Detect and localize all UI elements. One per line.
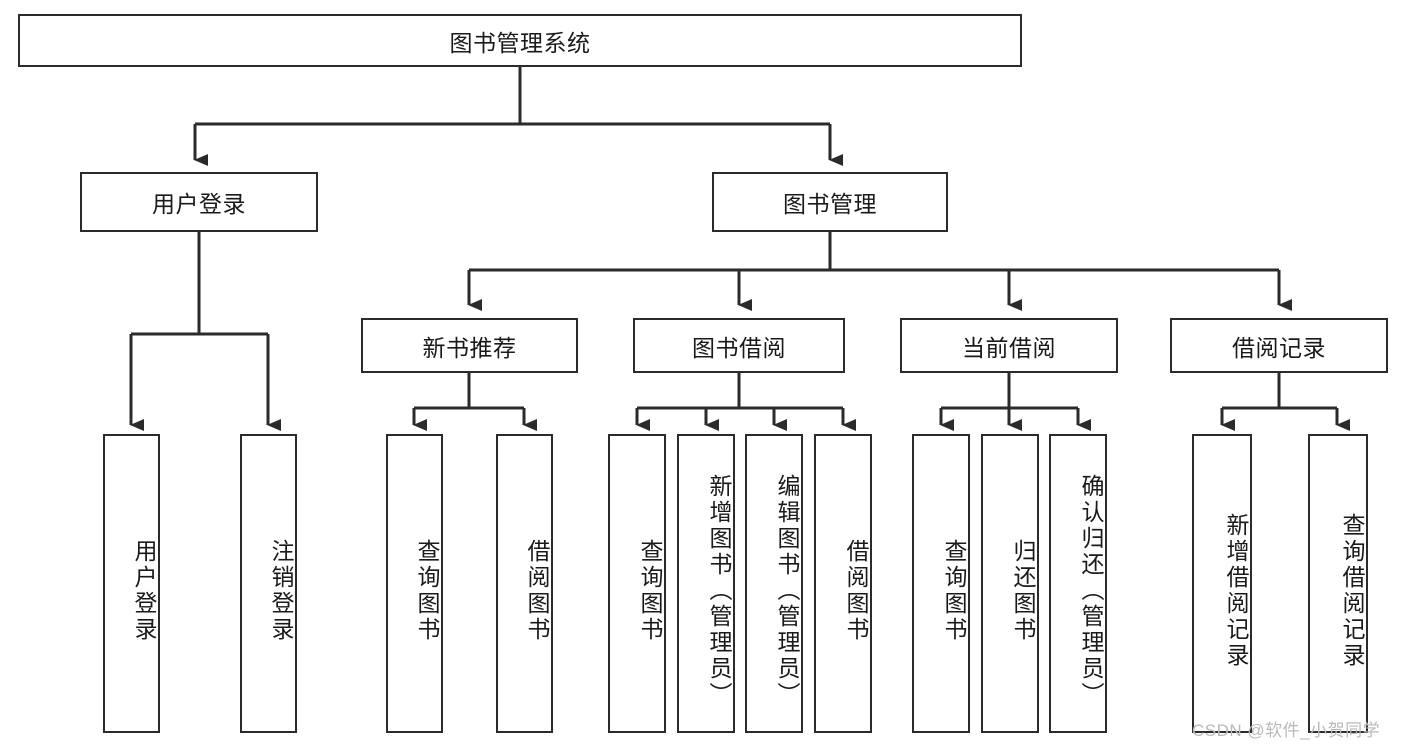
node-leaf-query-record-label: 查询借阅记录 xyxy=(1339,512,1365,669)
node-new-book-recommend[interactable]: 新书推荐 xyxy=(361,318,578,373)
node-leaf-add-book-label: 新增图书（管理员） xyxy=(706,473,732,708)
node-leaf-add-record-label: 新增借阅记录 xyxy=(1223,512,1249,669)
node-leaf-query-book-1-label: 查询图书 xyxy=(414,538,440,643)
node-leaf-query-book-3-label: 查询图书 xyxy=(941,538,967,643)
node-leaf-user-login-label: 用户登录 xyxy=(131,538,157,643)
node-leaf-return-book-label: 归还图书 xyxy=(1010,538,1036,643)
node-leaf-add-book[interactable]: 新增图书（管理员） xyxy=(677,434,735,733)
node-leaf-logout-login-label: 注销登录 xyxy=(268,538,294,643)
node-user-login[interactable]: 用户登录 xyxy=(80,172,318,232)
node-current-borrow[interactable]: 当前借阅 xyxy=(900,318,1118,373)
node-book-borrow[interactable]: 图书借阅 xyxy=(633,318,845,373)
node-leaf-borrow-book-2-label: 借阅图书 xyxy=(843,538,869,643)
node-leaf-borrow-book-1-label: 借阅图书 xyxy=(524,538,550,643)
node-user-login-label: 用户登录 xyxy=(152,191,246,217)
node-book-borrow-label: 图书借阅 xyxy=(692,334,786,361)
node-book-manage[interactable]: 图书管理 xyxy=(712,172,948,232)
node-leaf-return-book[interactable]: 归还图书 xyxy=(981,434,1039,733)
node-root[interactable]: 图书管理系统 xyxy=(18,14,1022,67)
node-leaf-query-record[interactable]: 查询借阅记录 xyxy=(1308,434,1368,733)
node-new-book-recommend-label: 新书推荐 xyxy=(422,334,517,361)
node-leaf-add-record[interactable]: 新增借阅记录 xyxy=(1192,434,1252,733)
node-leaf-query-book-2[interactable]: 查询图书 xyxy=(608,434,666,733)
node-leaf-borrow-book-1[interactable]: 借阅图书 xyxy=(496,434,553,733)
node-leaf-edit-book-label: 编辑图书（管理员） xyxy=(774,473,800,708)
node-leaf-query-book-2-label: 查询图书 xyxy=(637,538,663,643)
node-leaf-query-book-3[interactable]: 查询图书 xyxy=(912,434,970,733)
node-borrow-record-label: 借阅记录 xyxy=(1232,334,1326,361)
node-current-borrow-label: 当前借阅 xyxy=(962,334,1056,361)
node-leaf-confirm-return-label: 确认归还（管理员） xyxy=(1078,473,1104,708)
node-leaf-confirm-return[interactable]: 确认归还（管理员） xyxy=(1049,434,1107,733)
node-leaf-user-login[interactable]: 用户登录 xyxy=(103,434,160,733)
node-leaf-query-book-1[interactable]: 查询图书 xyxy=(386,434,443,733)
node-borrow-record[interactable]: 借阅记录 xyxy=(1170,318,1388,373)
node-root-label: 图书管理系统 xyxy=(449,29,591,56)
node-leaf-edit-book[interactable]: 编辑图书（管理员） xyxy=(745,434,803,733)
node-leaf-borrow-book-2[interactable]: 借阅图书 xyxy=(814,434,872,733)
node-leaf-logout-login[interactable]: 注销登录 xyxy=(240,434,297,733)
node-book-manage-label: 图书管理 xyxy=(783,191,877,217)
watermark-text: CSDN @软件_小贺同学 xyxy=(1192,721,1381,740)
